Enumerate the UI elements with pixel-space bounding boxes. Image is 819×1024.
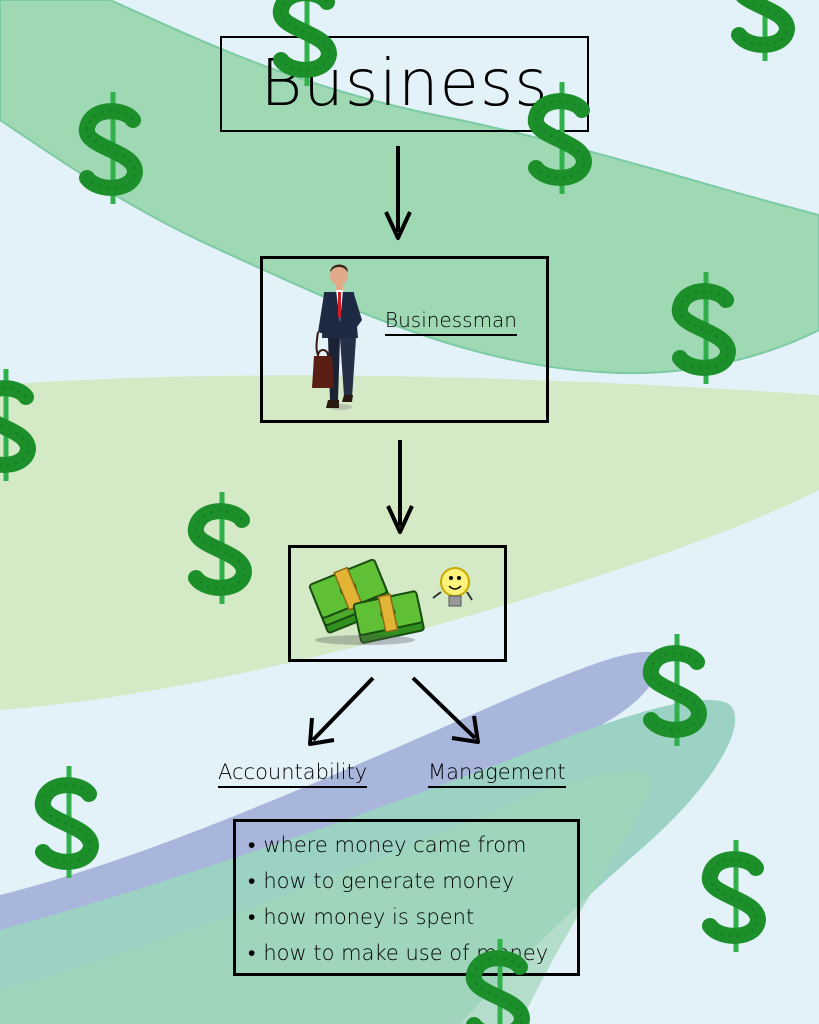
dollar-sign-icon [680, 272, 728, 384]
blue-band [0, 651, 660, 940]
dollar-sign-icon [651, 634, 699, 746]
list-item: where money came from [248, 830, 548, 866]
businessman-node [260, 256, 549, 423]
dollar-sign-icon [536, 82, 584, 194]
list-item: how money is spent [248, 902, 548, 938]
money-illustration [308, 558, 425, 645]
arrow-left-branch [308, 676, 375, 746]
list-item: how to generate money [248, 866, 548, 902]
dollar-sign-icon [474, 939, 522, 1024]
money-node [288, 545, 507, 662]
businessman-label: Businessman [385, 308, 517, 336]
arrow-right-branch [411, 676, 480, 744]
businessman-illustration [312, 264, 362, 410]
list-box [233, 819, 580, 976]
dollar-sign-icon [710, 840, 758, 952]
arrow-down-1 [384, 146, 412, 240]
management-label: Management [428, 760, 566, 788]
dollar-sign-icon [0, 369, 28, 481]
lime-band [0, 375, 819, 710]
dollar-sign-icon [196, 492, 244, 604]
green-band [0, 0, 819, 375]
dollar-sign-icon [87, 92, 135, 204]
accountability-label: Accountability [218, 760, 368, 788]
lightbulb-icon [432, 567, 473, 607]
dollar-sign-icon [739, 0, 787, 61]
dollar-sign-icon [43, 766, 91, 878]
arrow-down-2 [386, 440, 414, 534]
dollar-sign-icon [281, 0, 329, 86]
